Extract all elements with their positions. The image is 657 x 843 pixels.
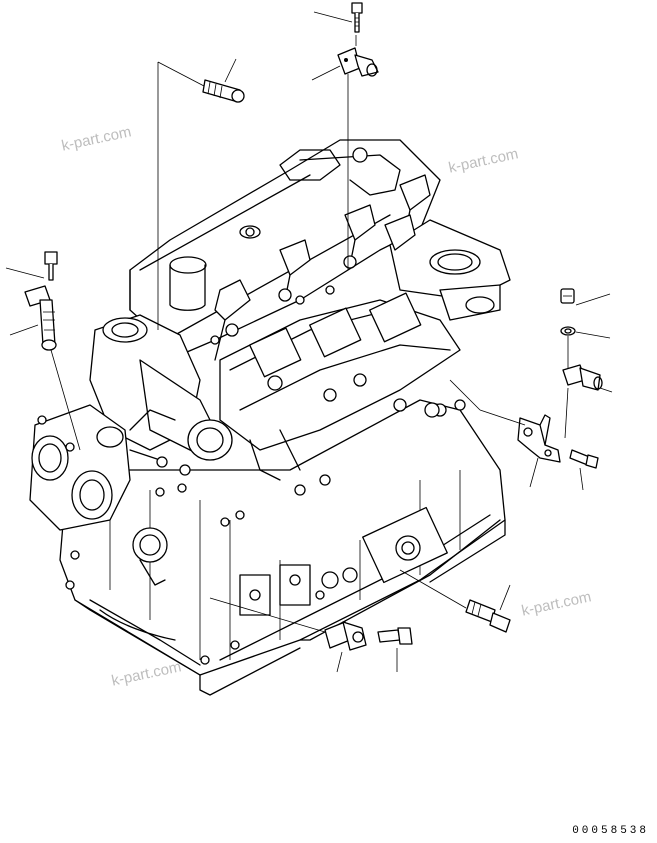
fuel-rail-assembly (219, 292, 461, 481)
lower-bolt (377, 627, 413, 645)
speed-sensor-lower (324, 621, 367, 651)
mounting-bracket (517, 414, 561, 463)
right-bolt (560, 288, 575, 304)
engine-block (59, 399, 506, 696)
temperature-sensor-top (202, 79, 245, 103)
speed-sensor-right (562, 364, 603, 391)
left-bolt (44, 251, 58, 281)
leader-lines (5, 11, 613, 673)
top-bolt (351, 2, 363, 33)
right-washer (560, 326, 576, 336)
temperature-sensor-lower (465, 599, 511, 633)
fuel-injectors (214, 174, 431, 361)
cam-sensor-top (337, 47, 379, 77)
document-code: 00058538 (572, 825, 649, 837)
bracket-bolt (569, 449, 599, 469)
front-cover-assembly (29, 314, 233, 531)
crank-sensor-left (24, 285, 57, 351)
